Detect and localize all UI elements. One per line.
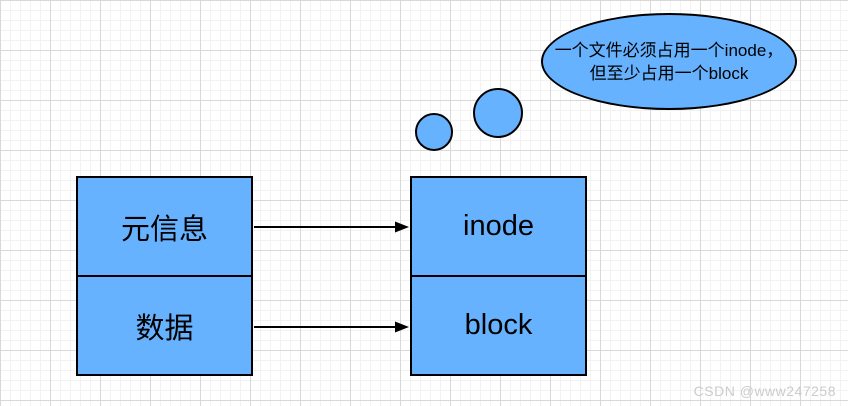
csdn-watermark: CSDN @www247258 <box>693 383 836 399</box>
thought-bubble-line1: 一个文件必须占用一个inode， <box>554 40 784 60</box>
arrow-metadata-to-inode-icon <box>254 221 409 233</box>
data-label: 数据 <box>135 312 194 345</box>
metadata-label: 元信息 <box>120 213 208 246</box>
file-box-cell-data: 数据 <box>78 277 251 374</box>
block-label: block <box>464 309 533 341</box>
filesystem-box: inode block <box>410 176 587 376</box>
filesystem-box-cell-inode: inode <box>412 178 585 277</box>
thought-bubble: 一个文件必须占用一个inode， 但至少占用一个block <box>541 13 797 110</box>
file-box-cell-metadata: 元信息 <box>78 178 251 277</box>
thought-bubble-large-circle <box>473 88 523 138</box>
filesystem-box-cell-block: block <box>412 277 585 374</box>
arrow-data-to-block-icon <box>254 321 409 333</box>
inode-label: inode <box>463 210 534 242</box>
file-box: 元信息 数据 <box>76 176 253 376</box>
thought-bubble-small-circle <box>415 113 453 151</box>
thought-bubble-line2: 但至少占用一个block <box>589 63 749 83</box>
